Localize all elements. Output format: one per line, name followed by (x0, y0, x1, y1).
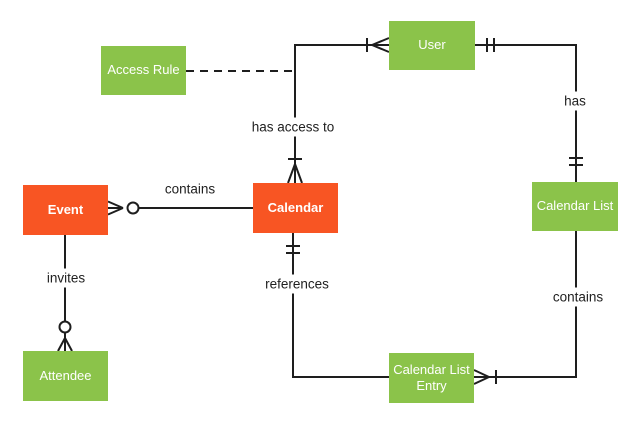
connector-contains-entry (473, 231, 577, 385)
entity-attendee: Attendee (23, 351, 108, 401)
connector-invites (57, 235, 73, 352)
entity-calendar-list-entry: Calendar List Entry (389, 353, 474, 403)
crow-foot-many-icon (473, 369, 490, 385)
relationship-label-has-access-to: has access to (246, 117, 340, 137)
connector-references (286, 233, 389, 378)
connector-has-access-to (287, 37, 390, 184)
relationship-label-invites: invites (41, 268, 91, 288)
connector-has (475, 38, 583, 182)
relationship-label-references: references (260, 274, 334, 294)
entity-calendar-list: Calendar List (532, 182, 618, 231)
relationship-label-has: has (559, 91, 591, 111)
entity-access-rule: Access Rule (101, 46, 186, 95)
connector-line (474, 231, 577, 378)
crow-foot-many-icon (371, 37, 390, 53)
entity-calendar: Calendar (253, 183, 338, 233)
crow-foot-many-icon (107, 200, 124, 216)
entity-event: Event (23, 185, 108, 235)
relationship-label-contains: contains (159, 179, 221, 199)
crow-foot-many-icon (287, 163, 303, 184)
zero-circle-icon (126, 201, 140, 215)
connector-contains-calendar (107, 200, 253, 216)
connector-line (292, 233, 389, 378)
crow-foot-many-icon (57, 337, 73, 352)
connector-line (475, 44, 577, 182)
entity-user: User (389, 21, 475, 70)
relationship-label-contains: contains (547, 287, 609, 307)
zero-circle-icon (58, 320, 72, 334)
connector-line (294, 44, 389, 183)
